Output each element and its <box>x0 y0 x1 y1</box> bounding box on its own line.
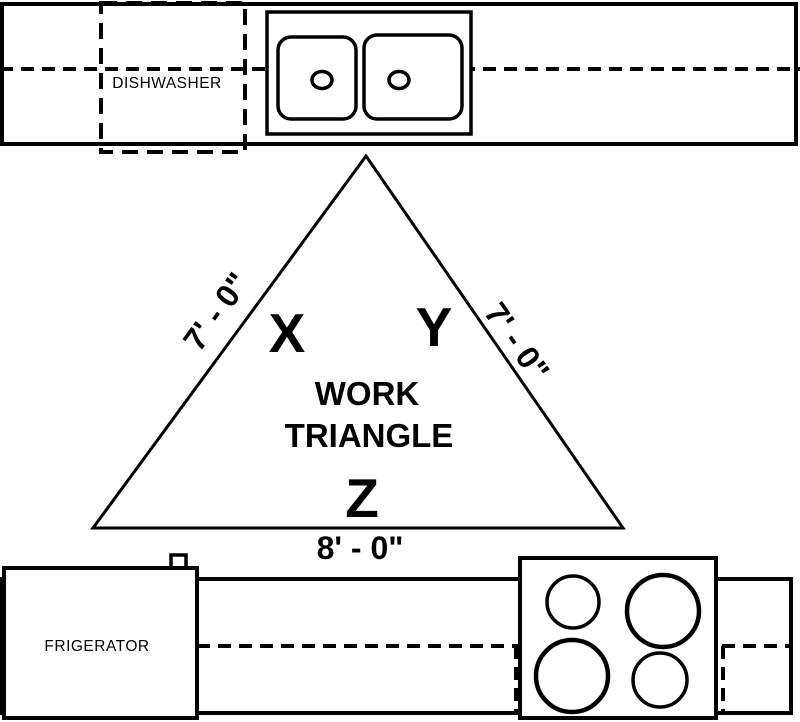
vertex-y-label: Y <box>416 296 453 358</box>
dishwasher-outline <box>99 1 247 154</box>
triangle-title-line2: TRIANGLE <box>285 417 454 454</box>
burner-icon <box>631 651 689 709</box>
dishwasher-label: DISHWASHER <box>112 75 222 92</box>
drain-icon <box>310 69 334 91</box>
bottom-side-dimension: 8' - 0" <box>317 530 404 566</box>
work-triangle: X Y Z WORK TRIANGLE 7' - 0" 7' - 0" 8' -… <box>90 153 626 566</box>
vertex-z-label: Z <box>345 467 379 529</box>
drain-icon <box>387 69 411 91</box>
burner-icon <box>624 572 702 650</box>
vertex-x-label: X <box>269 302 306 364</box>
refrigerator-label: FRIGERATOR <box>44 638 149 655</box>
burner-icon <box>545 574 601 630</box>
cooktop <box>518 556 718 720</box>
work-triangle-outline <box>90 153 626 530</box>
left-side-dimension: 7' - 0" <box>176 266 256 357</box>
sink-basin-right <box>362 33 464 121</box>
refrigerator: FRIGERATOR <box>2 553 199 720</box>
sink <box>265 10 473 136</box>
triangle-title-line1: WORK <box>315 375 420 412</box>
burner-icon <box>533 637 611 715</box>
refrigerator-outline <box>2 566 199 720</box>
